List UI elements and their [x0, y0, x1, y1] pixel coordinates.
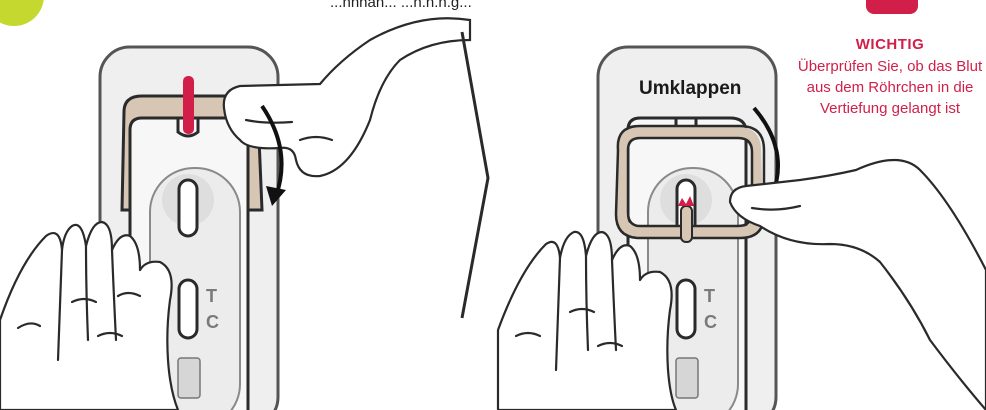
important-title: WICHTIG: [792, 36, 986, 53]
chevron-divider-icon: [462, 32, 488, 318]
umklappen-label: Umklappen: [639, 78, 741, 100]
t-label-left: T: [206, 286, 217, 307]
important-badge-icon: [866, 0, 918, 14]
top-caption: ...nnnan... ...n.n.n.g...: [330, 0, 472, 11]
t-label-right: T: [704, 286, 715, 307]
c-label-left: C: [206, 312, 219, 333]
c-label-right: C: [704, 312, 717, 333]
important-text: Überprüfen Sie, ob das Blut aus dem Röhr…: [792, 56, 986, 119]
important-note: WICHTIG Überprüfen Sie, ob das Blut aus …: [792, 36, 986, 119]
step-badge-icon: [0, 0, 44, 26]
